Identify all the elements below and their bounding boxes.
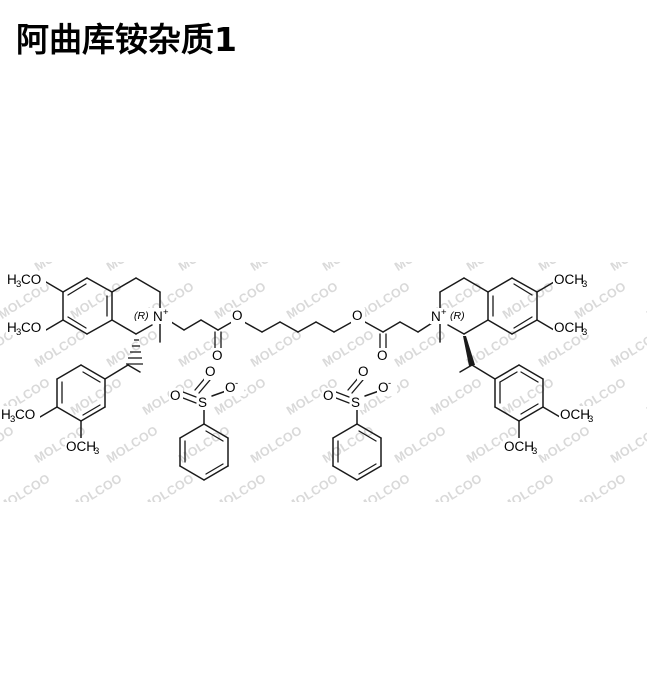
- besylate-2-fragment: [332, 376, 382, 481]
- label-ester-carbonyl-left-1: O: [211, 348, 225, 364]
- right-thiq-fragment: [439, 277, 555, 373]
- label-ester-o-right-1: O: [351, 308, 365, 324]
- label-benzyl-right-methoxy-b: OCH 3: [503, 438, 547, 457]
- svg-text:(R): (R): [134, 310, 149, 322]
- label-methoxy-right-bottom: OCH 3: [553, 319, 597, 338]
- label-besylate-1-oxygen-left: O: [169, 388, 183, 404]
- label-besylate-1-oxygen-anion: O -: [224, 378, 244, 396]
- label-methoxy-left-top: H 3 CO: [6, 271, 46, 290]
- svg-text:OCH: OCH: [554, 320, 584, 335]
- svg-text:O: O: [323, 388, 334, 403]
- label-benzyl-right-methoxy-a: OCH 3: [559, 406, 603, 425]
- svg-text:3: 3: [10, 414, 15, 425]
- svg-text:3: 3: [16, 279, 21, 290]
- label-nitrogen-right: N +: [430, 307, 450, 324]
- label-nitrogen-left: N +: [152, 307, 172, 324]
- label-besylate-2-oxygen-anion: O -: [377, 378, 397, 396]
- svg-text:-: -: [235, 378, 238, 389]
- label-ester-carbonyl-right-1: O: [376, 348, 390, 364]
- svg-text:OCH: OCH: [554, 272, 584, 287]
- molecule-diagram: H 3 CO H 3 CO H 3 CO OCH 3: [0, 271, 603, 481]
- svg-text:+: +: [441, 307, 447, 318]
- stereo-hash-left: [126, 339, 143, 365]
- svg-text:H: H: [7, 320, 17, 335]
- label-besylate-1-oxygen-top: O: [204, 364, 218, 380]
- svg-text:N: N: [431, 309, 441, 324]
- svg-text:3: 3: [588, 414, 593, 425]
- svg-text:OCH: OCH: [66, 439, 96, 454]
- label-methoxy-right-top: OCH 3: [553, 271, 597, 290]
- svg-text:O: O: [225, 380, 236, 395]
- svg-text:O: O: [377, 348, 388, 363]
- svg-text:CO: CO: [21, 320, 41, 335]
- svg-text:H: H: [7, 272, 17, 287]
- svg-text:O: O: [205, 364, 216, 379]
- svg-text:(R): (R): [450, 310, 465, 322]
- left-thiq-fragment: [45, 277, 233, 373]
- left-benzyl-fragment: [39, 364, 129, 439]
- svg-text:3: 3: [532, 446, 537, 457]
- label-benzyl-left-methoxy-b: OCH 3: [65, 438, 107, 457]
- svg-text:O: O: [232, 308, 243, 323]
- svg-text:3: 3: [582, 279, 587, 290]
- svg-text:3: 3: [582, 327, 587, 338]
- svg-text:+: +: [163, 307, 169, 318]
- svg-text:O: O: [212, 348, 223, 363]
- svg-text:-: -: [388, 378, 391, 389]
- svg-text:3: 3: [94, 446, 99, 457]
- svg-text:O: O: [378, 380, 389, 395]
- svg-text:CO: CO: [21, 272, 41, 287]
- svg-text:OCH: OCH: [560, 407, 590, 422]
- svg-text:S: S: [198, 395, 207, 410]
- label-besylate-2-oxygen-left: O: [322, 388, 336, 404]
- label-besylate-2-oxygen-top: O: [357, 364, 371, 380]
- label-besylate-1-sulfur: S: [197, 394, 211, 410]
- page-title: 阿曲库铵杂质1: [16, 20, 237, 59]
- label-stereo-right: (R): [449, 308, 469, 322]
- label-besylate-2-sulfur: S: [350, 394, 364, 410]
- stereo-wedge-right: [463, 336, 475, 366]
- right-benzyl-fragment: [471, 364, 561, 439]
- linker-fragment: [243, 321, 433, 353]
- svg-text:S: S: [351, 395, 360, 410]
- svg-text:OCH: OCH: [504, 439, 534, 454]
- svg-text:3: 3: [16, 327, 21, 338]
- svg-text:O: O: [352, 308, 363, 323]
- svg-text:O: O: [358, 364, 369, 379]
- besylate-1-fragment: [179, 376, 229, 481]
- label-methoxy-left-bottom: H 3 CO: [6, 319, 46, 338]
- svg-text:H: H: [1, 407, 11, 422]
- label-benzyl-left-methoxy-a: H 3 CO: [0, 406, 40, 425]
- svg-text:O: O: [170, 388, 181, 403]
- svg-text:CO: CO: [15, 407, 35, 422]
- svg-text:N: N: [153, 309, 163, 324]
- label-stereo-left: (R): [133, 308, 153, 322]
- label-ester-o-left-1: O: [231, 308, 245, 324]
